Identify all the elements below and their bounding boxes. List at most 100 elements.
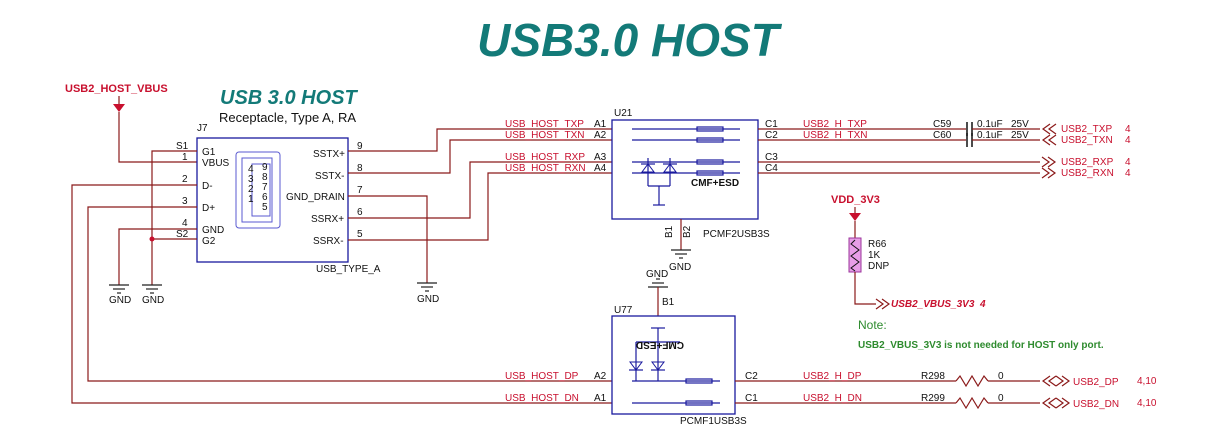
r66-dnp: DNP: [868, 261, 889, 272]
j7-pin-num: 2: [182, 174, 188, 185]
offpage-net-label: USB2_DN: [1073, 399, 1119, 410]
gnd-label: GND: [109, 295, 131, 306]
connector-part: USB_TYPE_A: [316, 264, 381, 275]
gnd-label: GND: [417, 294, 439, 305]
resistor-ref: R299: [921, 393, 945, 404]
u21-refdes: U21: [614, 108, 633, 119]
cap-value: 0.1uF: [977, 130, 1003, 141]
note-text: USB2_VBUS_3V3 is not needed for HOST onl…: [858, 340, 1104, 351]
resistor-dnp-icon: [848, 237, 862, 273]
j7-pin-num: 6: [357, 207, 363, 218]
connector-description: Receptacle, Type A, RA: [219, 110, 356, 125]
cap-value: 0.1uF: [977, 119, 1003, 130]
net-label: USB2_H_DP: [803, 371, 862, 382]
j7-pin-name: D-: [202, 181, 213, 192]
u21-body: [611, 119, 759, 220]
net-label: USB_HOST_RXN: [505, 163, 586, 174]
note-heading: Note:: [858, 318, 887, 332]
j7-pin-name: SSTX-: [315, 171, 344, 182]
offpage-net-label: USB2_DP: [1073, 377, 1119, 388]
cap-ref: C60: [933, 130, 952, 141]
j7-pin-name: G2: [202, 236, 216, 247]
j7-pin-num: 7: [357, 185, 363, 196]
net-label: USB_HOST_TXP: [505, 119, 584, 130]
cap-voltage: 25V: [1011, 119, 1029, 130]
u21-part: PCMF2USB3S: [703, 229, 770, 240]
u77-part: PCMF1USB3S: [680, 416, 747, 427]
usb-icon-pin: 8: [262, 172, 268, 183]
j7-pin-name: SSRX-: [313, 236, 344, 247]
offpage-connector-icon: [875, 298, 891, 310]
resistor-value: 0: [998, 371, 1004, 382]
u21-internal-diagram: [632, 126, 740, 206]
j7-pin-num: 5: [357, 229, 363, 240]
cap-voltage: 25V: [1011, 130, 1029, 141]
j7-pin-name: GND: [202, 225, 224, 236]
u77-pin: A1: [594, 393, 607, 404]
offpage-connector-icon: [1041, 375, 1071, 409]
j7-pin-name: VBUS: [202, 158, 230, 169]
net-label: USB_HOST_DP: [505, 371, 579, 382]
j7-pin-name: GND_DRAIN: [286, 192, 345, 203]
ground-icon: [417, 282, 437, 292]
offpage-net-label: USB2_TXN: [1061, 135, 1113, 146]
u21-label: CMF+ESD: [691, 178, 739, 189]
net-label: USB_HOST_TXN: [505, 130, 584, 141]
u77-label: CMF+ESD: [636, 339, 684, 350]
offpage-page-ref: 4: [1125, 168, 1131, 179]
vbus-flag-icon: [113, 104, 125, 112]
j7-pin-num: 9: [357, 141, 363, 152]
u21-pin: A3: [594, 152, 607, 163]
u21-pin: A1: [594, 119, 607, 130]
usb-icon-pin: 4: [248, 164, 254, 175]
u21-pin: B2: [682, 225, 693, 238]
ground-icon: [109, 284, 129, 294]
j7-pin-name: D+: [202, 203, 215, 214]
u21-pin: C2: [765, 130, 778, 141]
gnd-label: GND: [646, 269, 668, 280]
offpage-net-label: USB2_RXN: [1061, 168, 1114, 179]
u21-pin: C4: [765, 163, 778, 174]
gnd-label: GND: [669, 262, 691, 273]
net-label: USB2_H_TXN: [803, 130, 867, 141]
resistor-icon: [955, 374, 989, 410]
junction-dot: [149, 236, 155, 242]
u77-pin: B1: [662, 297, 675, 308]
schematic-title: USB3.0 HOST: [477, 14, 783, 66]
resistor-value: 0: [998, 393, 1004, 404]
connector-refdes: J7: [197, 123, 208, 134]
u77-pin: A2: [594, 371, 607, 382]
j7-pin-name: SSTX+: [313, 149, 345, 160]
vdd-flag-icon: [849, 213, 861, 221]
capacitor-icon: [966, 122, 973, 147]
gnd-label: GND: [142, 295, 164, 306]
vbus-net-label: USB2_HOST_VBUS: [65, 83, 168, 95]
vbus3v3-net-label: USB2_VBUS_3V3: [891, 299, 975, 310]
usb-icon-pin: 3: [248, 174, 254, 185]
net-label: USB2_H_DN: [803, 393, 862, 404]
u21-pin: C3: [765, 152, 778, 163]
net-label: USB_HOST_DN: [505, 393, 579, 404]
ground-icon: [142, 284, 162, 294]
u77-refdes: U77: [614, 305, 633, 316]
connector-j7-body: [196, 137, 349, 263]
u21-pin: C1: [765, 119, 778, 130]
net-label: USB_HOST_RXP: [505, 152, 585, 163]
vdd-net-label: VDD_3V3: [831, 194, 880, 206]
usb-icon-pin: 1: [248, 194, 254, 205]
r66-value: 1K: [868, 250, 881, 261]
j7-pin-num: 3: [182, 196, 188, 207]
usb-icon-pin: 2: [248, 184, 254, 195]
offpage-page-ref: 4: [1125, 157, 1131, 168]
offpage-net-label: USB2_TXP: [1061, 124, 1112, 135]
offpage-page-ref: 4,10: [1137, 376, 1157, 387]
u21-pin: A4: [594, 163, 607, 174]
offpage-connector-icon: [1041, 123, 1057, 179]
usb-icon-pin: 5: [262, 202, 268, 213]
offpage-page-ref: 4: [1125, 135, 1131, 146]
j7-pin-num: S2: [176, 229, 189, 240]
vbus3v3-page-ref: 4: [979, 299, 986, 310]
j7-pin-num: 1: [182, 152, 188, 163]
offpage-page-ref: 4,10: [1137, 398, 1157, 409]
